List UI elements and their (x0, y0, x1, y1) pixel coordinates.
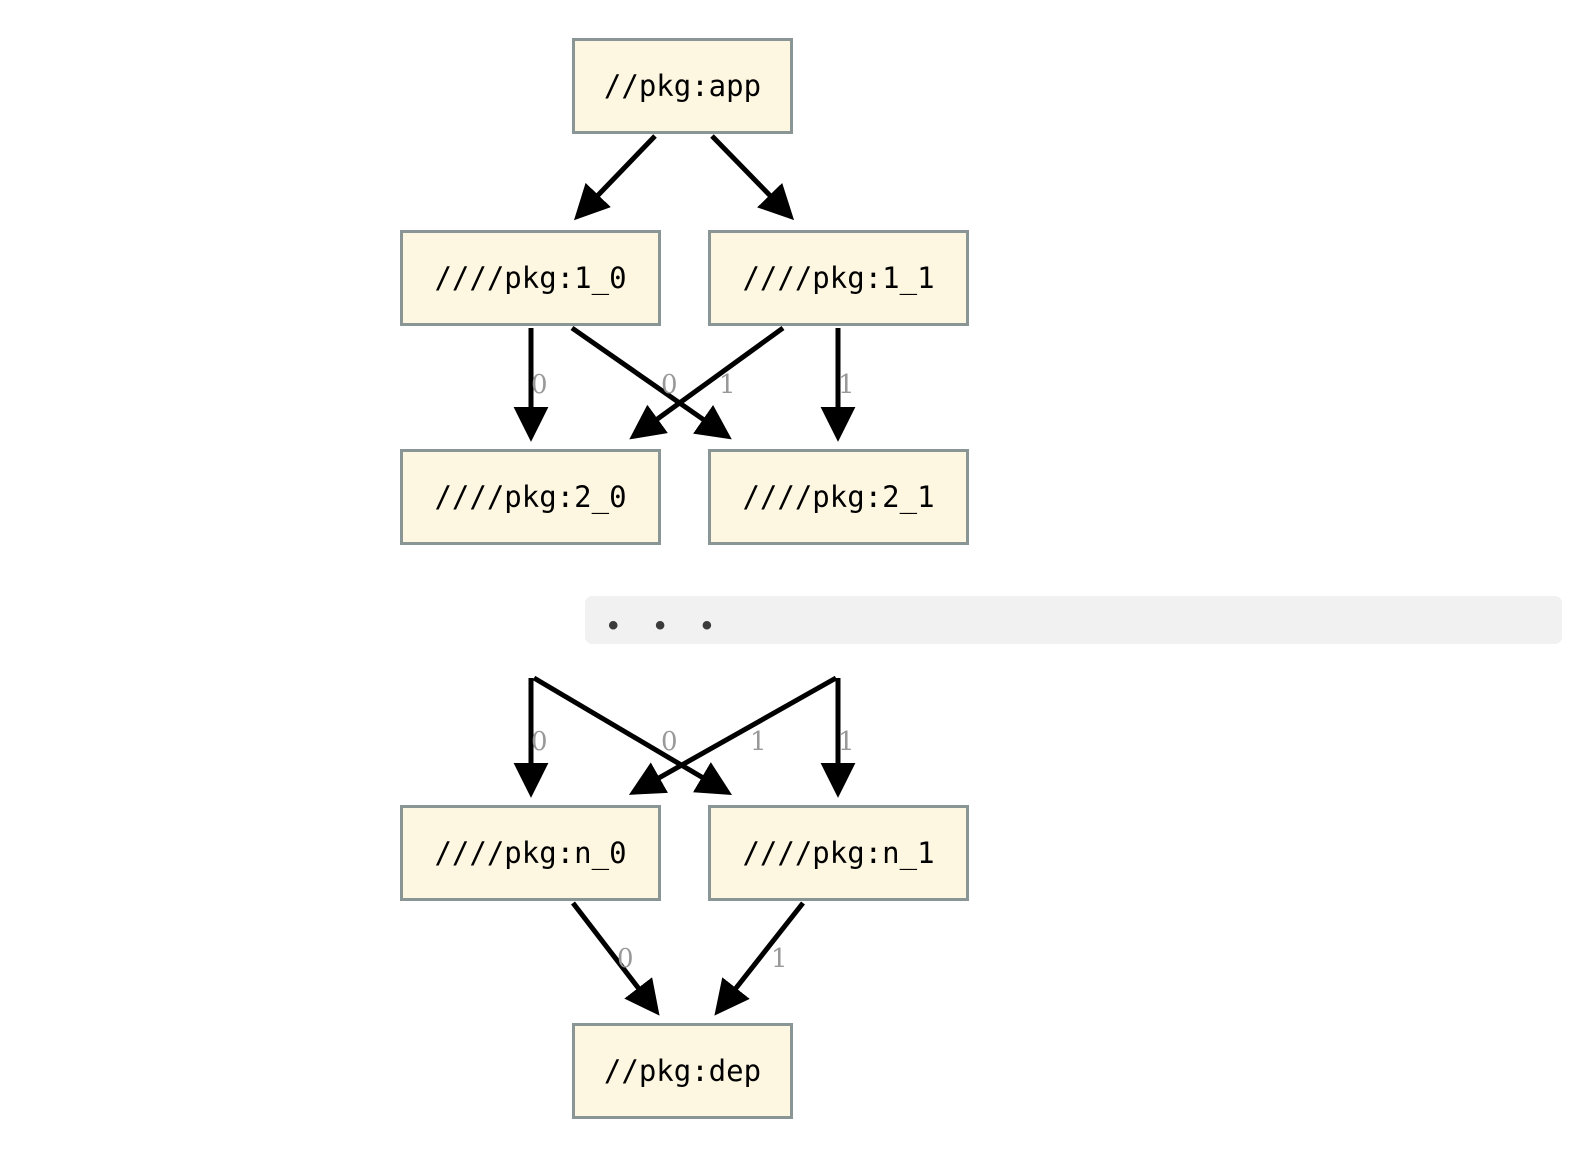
node-dep-label: //pkg:dep (603, 1054, 762, 1088)
node-pkg-1_1[interactable]: ////pkg:1_1 (708, 230, 969, 326)
edge-n_1-to-dep (714, 901, 805, 1016)
edge-label: 1 (750, 727, 767, 757)
node-pkg-1_1-label: ////pkg:1_1 (742, 261, 935, 295)
node-pkg-n_1-label: ////pkg:n_1 (742, 836, 935, 870)
edge-label: 0 (661, 370, 678, 400)
edge-label: 1 (838, 370, 855, 400)
edge-app-to-1_0 (573, 134, 657, 221)
edge-n_0-to-dep (571, 901, 660, 1016)
edge-hidden-to-n_1 (532, 675, 733, 795)
edge-1_0-to-2_1 (570, 325, 732, 440)
edge-label: 0 (661, 727, 678, 757)
edge-label: 1 (771, 944, 788, 974)
node-app-label: //pkg:app (603, 69, 762, 103)
edge-app-to-1_1 (710, 134, 795, 221)
node-pkg-2_1-label: ////pkg:2_1 (742, 480, 935, 514)
edge-label: 0 (531, 727, 548, 757)
node-pkg-n_1[interactable]: ////pkg:n_1 (708, 805, 969, 901)
node-pkg-2_0-label: ////pkg:2_0 (434, 480, 627, 514)
edge-label: 0 (531, 370, 548, 400)
node-pkg-2_0[interactable]: ////pkg:2_0 (400, 449, 661, 545)
edge-1_1-to-2_0 (629, 325, 785, 440)
node-dep[interactable]: //pkg:dep (572, 1023, 793, 1119)
node-pkg-n_0[interactable]: ////pkg:n_0 (400, 805, 661, 901)
node-pkg-n_0-label: ////pkg:n_0 (434, 836, 627, 870)
node-pkg-2_1[interactable]: ////pkg:2_1 (708, 449, 969, 545)
edge-label: 0 (617, 944, 634, 974)
truncation-band (585, 596, 1562, 644)
edge-label: 1 (838, 727, 855, 757)
edge-hidden-to-n_0-cross (628, 675, 838, 795)
edge-label: 1 (719, 370, 736, 400)
node-pkg-1_0[interactable]: ////pkg:1_0 (400, 230, 661, 326)
node-app[interactable]: //pkg:app (572, 38, 793, 134)
ellipsis-icon: • • • (608, 609, 727, 642)
node-pkg-1_0-label: ////pkg:1_0 (434, 261, 627, 295)
